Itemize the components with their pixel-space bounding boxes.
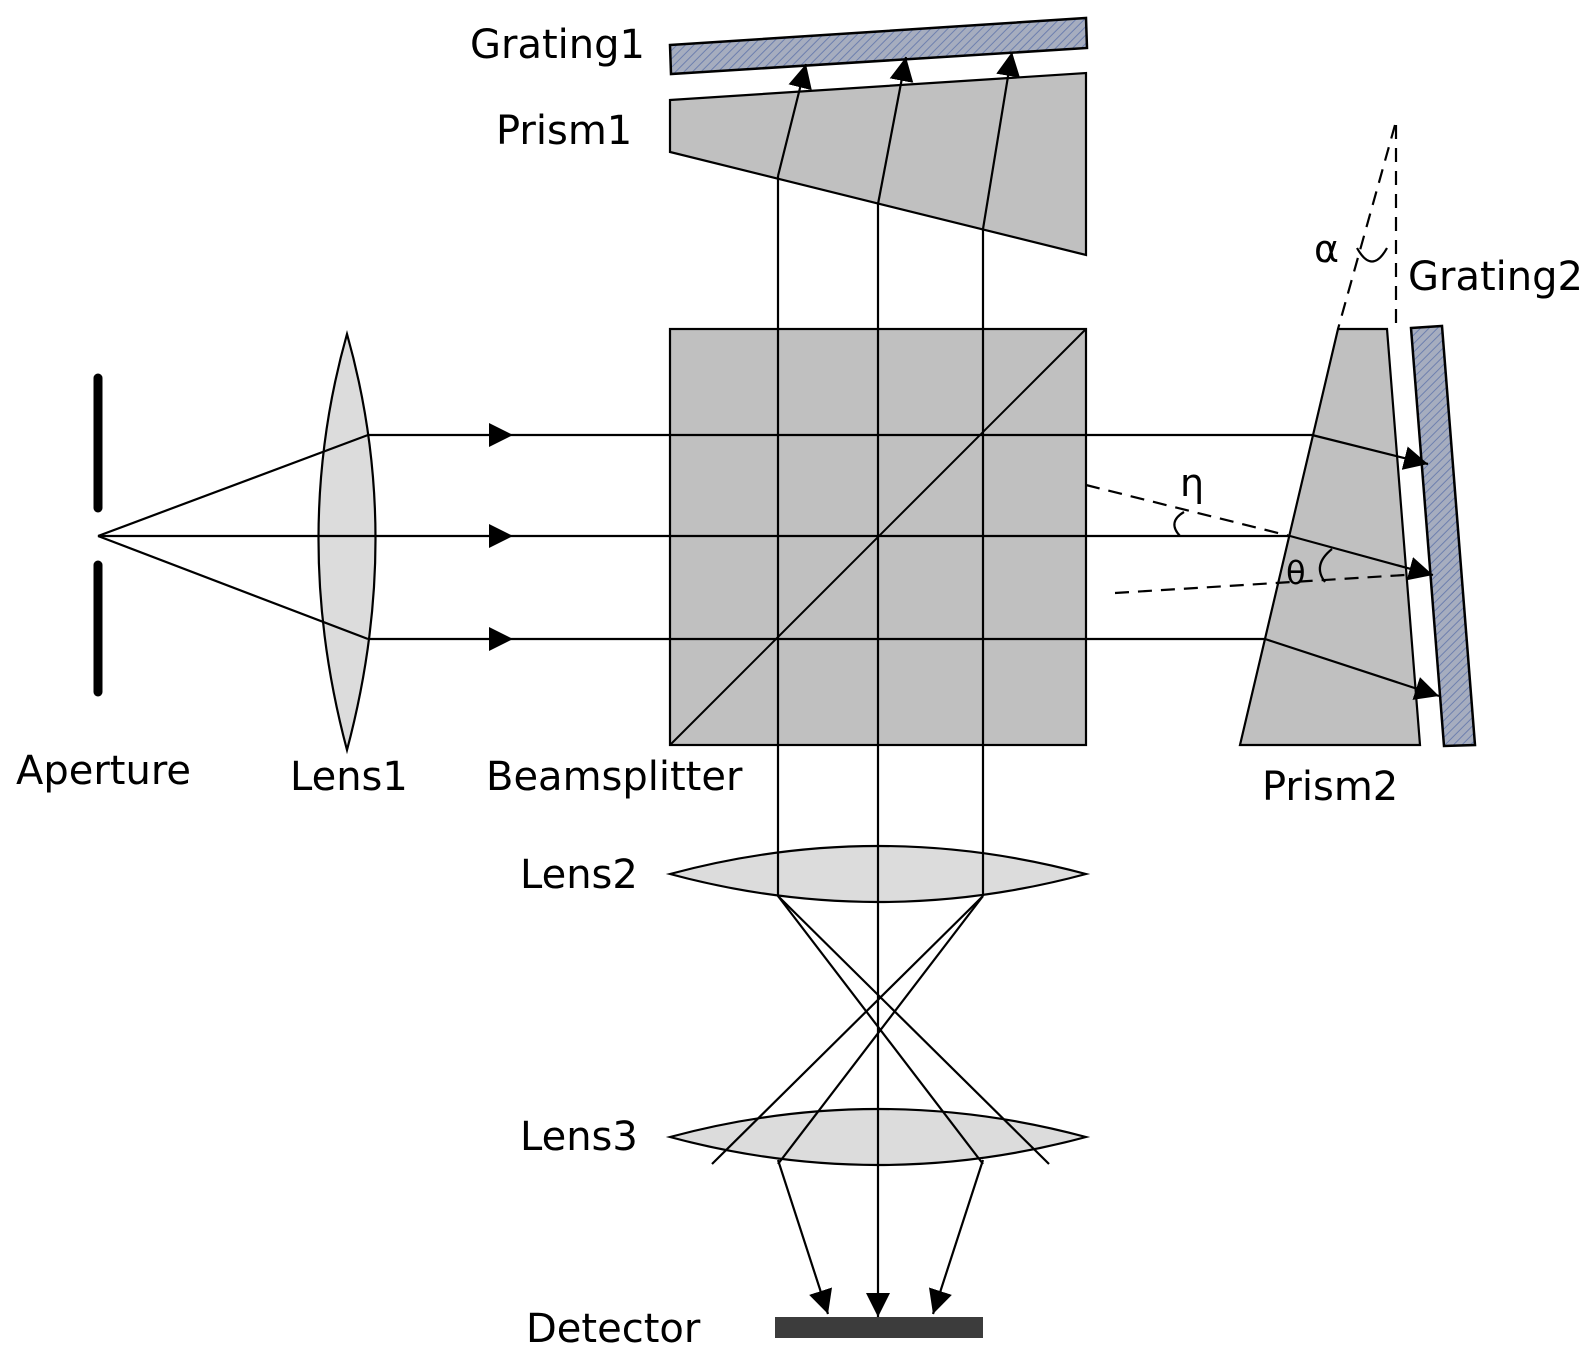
alpha-arc xyxy=(1356,247,1388,263)
prism2-rays xyxy=(1264,433,1440,700)
output-rays xyxy=(711,895,1050,1315)
prism1-label: Prism1 xyxy=(496,108,632,154)
theta-label: θ xyxy=(1286,554,1306,592)
grating1 xyxy=(668,16,1089,76)
prism2-label: Prism2 xyxy=(1262,764,1398,810)
lens2-label: Lens2 xyxy=(520,852,638,898)
lens3-label: Lens3 xyxy=(520,1114,638,1160)
grating2-label: Grating2 xyxy=(1408,254,1583,300)
lens1-label: Lens1 xyxy=(290,754,408,800)
eta-label: η xyxy=(1180,461,1204,505)
beamsplitter-label: Beamsplitter xyxy=(486,754,743,800)
alpha-label: α xyxy=(1314,227,1339,271)
vertical-rays xyxy=(776,51,1020,1317)
prism1 xyxy=(668,71,1088,257)
theta-arc xyxy=(1318,548,1333,583)
detector xyxy=(775,1317,983,1338)
lens1 xyxy=(317,329,377,755)
grating2 xyxy=(1409,324,1477,748)
grating1-label: Grating1 xyxy=(470,22,645,68)
angle-constructions xyxy=(1085,124,1406,595)
detector-label: Detector xyxy=(526,1306,701,1352)
prism2 xyxy=(1238,327,1422,747)
aperture-label: Aperture xyxy=(16,748,191,794)
input-rays xyxy=(97,423,1312,651)
eta-arc xyxy=(1173,511,1185,537)
